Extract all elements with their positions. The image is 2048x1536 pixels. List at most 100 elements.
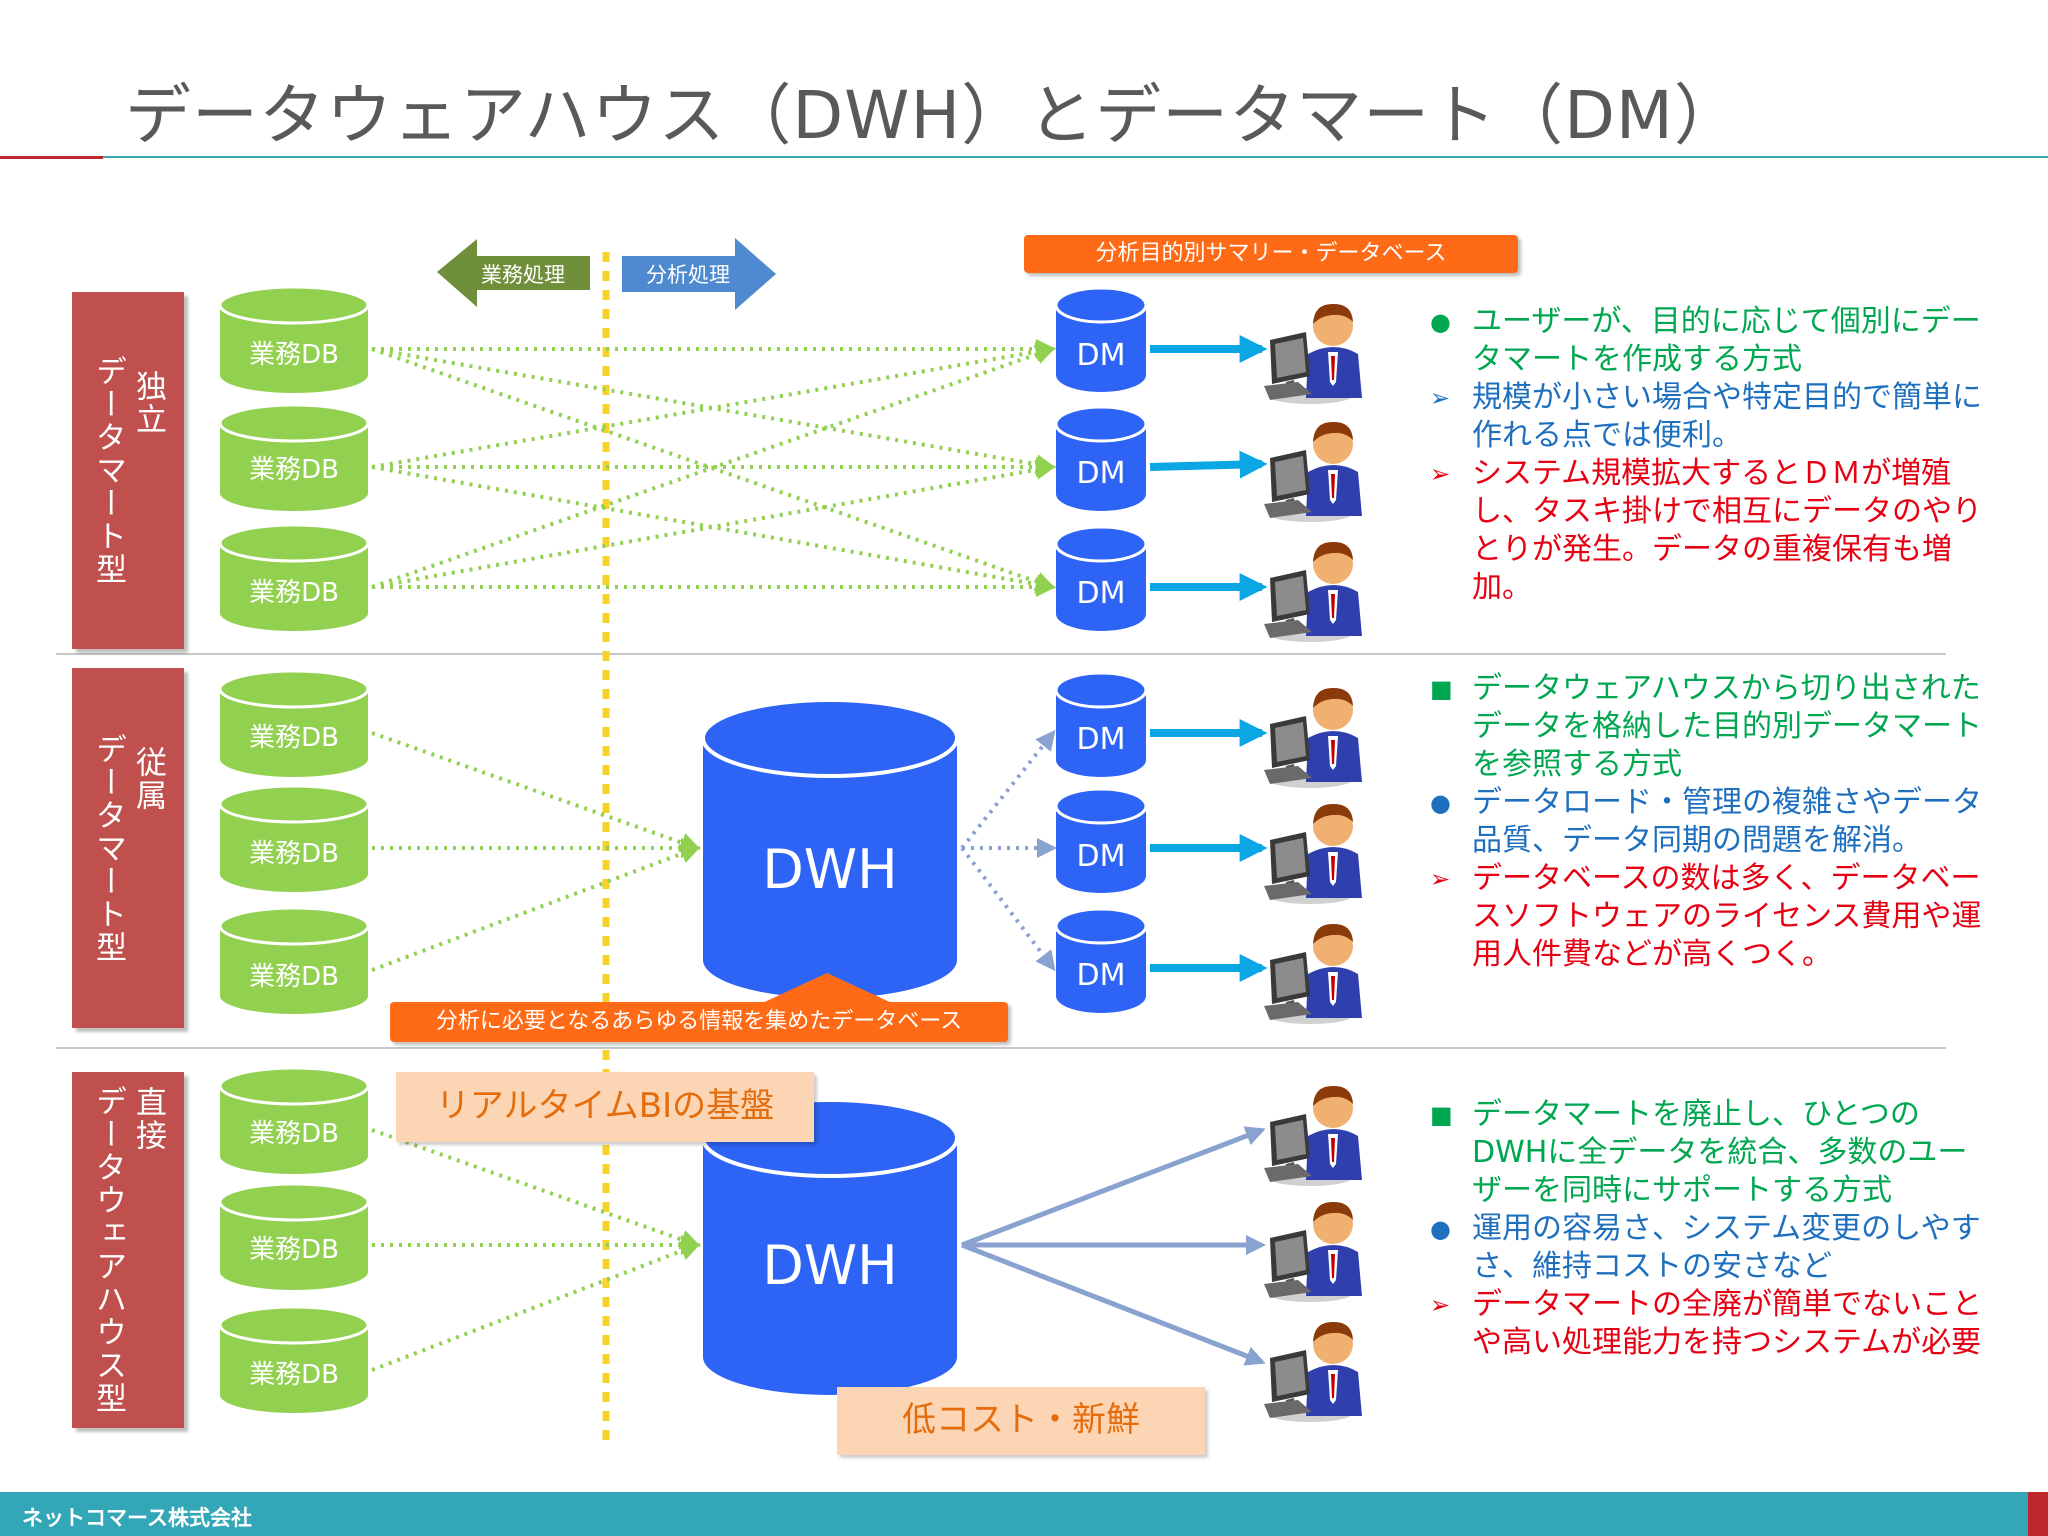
bullet-text: 規模が小さい場合や特定目的で簡単に作れる点では便利。 bbox=[1472, 380, 1982, 453]
row1-connectors bbox=[371, 339, 1056, 597]
dwh-to-user-connectors bbox=[961, 1126, 1266, 1366]
business-db-cylinder: 業務DB bbox=[218, 1305, 370, 1413]
bullet-item: ➢ 規模が小さい場合や特定目的で簡単に作れる点では便利。 bbox=[1430, 379, 1990, 455]
row1-description: ● ユーザーが、目的に応じて個別にデータマートを作成する方式 ➢ 規模が小さい場… bbox=[1430, 303, 1990, 607]
business-db-cylinder: 業務DB bbox=[218, 1066, 370, 1174]
bullet-marker: ■ bbox=[1430, 675, 1453, 703]
db-label: 業務DB bbox=[249, 1119, 339, 1149]
business-db-cylinder: 業務DB bbox=[218, 669, 370, 777]
dm-label: DM bbox=[1077, 456, 1126, 491]
user-at-terminal-icon bbox=[1264, 1321, 1362, 1422]
arrow-label-analysis: 分析処理 bbox=[646, 263, 730, 287]
bullet-marker: ● bbox=[1430, 1215, 1451, 1243]
row-label-line: データマート型 bbox=[90, 732, 126, 964]
bullet-text: データウェアハウスから切り出されたデータを格納した目的別データマートを参照する方… bbox=[1472, 671, 1982, 782]
db-label: 業務DB bbox=[249, 839, 339, 869]
user-at-terminal-icon bbox=[1264, 1085, 1362, 1186]
footer-bar bbox=[0, 1492, 2048, 1536]
arrow-label-business: 業務処理 bbox=[481, 263, 565, 287]
title-rule-teal bbox=[103, 156, 2048, 158]
row-label-line: 従属 bbox=[130, 746, 166, 812]
bullet-item: ■ データウェアハウスから切り出されたデータを格納した目的別データマートを参照す… bbox=[1430, 670, 1990, 784]
row3-description: ■ データマートを廃止し、ひとつのDWHに全データを統合、多数のユーザーを同時に… bbox=[1430, 1096, 1990, 1362]
db-label: 業務DB bbox=[249, 340, 339, 370]
business-db-cylinder: 業務DB bbox=[218, 285, 370, 393]
bullet-text: データロード・管理の複雑さやデータ品質、データ同期の問題を解消。 bbox=[1472, 785, 1982, 858]
row-label-line: 独立 bbox=[130, 370, 166, 436]
user-at-terminal-icon bbox=[1264, 803, 1362, 904]
dm-cylinder: DM bbox=[1054, 671, 1148, 777]
bullet-item: ■ データマートを廃止し、ひとつのDWHに全データを統合、多数のユーザーを同時に… bbox=[1430, 1096, 1990, 1210]
row2-connectors bbox=[371, 731, 701, 972]
row-label-line: データウェアハウス型 bbox=[90, 1085, 126, 1415]
dm-label: DM bbox=[1077, 958, 1126, 993]
arrow-business-processing bbox=[437, 239, 590, 307]
dm-cylinder: DM bbox=[1054, 787, 1148, 893]
business-db-cylinder: 業務DB bbox=[218, 523, 370, 631]
user-at-terminal-icon bbox=[1264, 541, 1362, 642]
arrow-analysis-processing bbox=[622, 238, 776, 310]
db-label: 業務DB bbox=[249, 723, 339, 753]
business-db-group: 業務DB 業務DB 業務DB 業務DB 業務DB bbox=[218, 285, 370, 1413]
business-db-cylinder: 業務DB bbox=[218, 1182, 370, 1290]
dm-cylinder: DM bbox=[1054, 907, 1148, 1013]
user-at-terminal-icon bbox=[1264, 1201, 1362, 1302]
bullet-item: ● データロード・管理の複雑さやデータ品質、データ同期の問題を解消。 bbox=[1430, 784, 1990, 860]
row-label-line: 直接 bbox=[130, 1086, 166, 1152]
row-separator-1 bbox=[56, 653, 1946, 655]
summary-db-label: 分析目的別サマリー・データベース bbox=[1024, 235, 1518, 273]
bullet-text: ユーザーが、目的に応じて個別にデータマートを作成する方式 bbox=[1472, 304, 1981, 377]
dm-group: DM DM DM DM DM bbox=[1054, 286, 1148, 1013]
user-at-terminal-icon bbox=[1264, 421, 1362, 522]
db-label: 業務DB bbox=[249, 455, 339, 485]
dm-label: DM bbox=[1077, 722, 1126, 757]
bullet-item: ➢ データベースの数は多く、データベースソフトウェアのライセンス費用や運用人件費… bbox=[1430, 860, 1990, 974]
row-separator-2 bbox=[56, 1047, 1946, 1049]
db-label: 業務DB bbox=[249, 962, 339, 992]
db-label: 業務DB bbox=[249, 1235, 339, 1265]
business-db-cylinder: 業務DB bbox=[218, 906, 370, 1014]
bullet-item: ● 運用の容易さ、システム変更のしやすさ、維持コストの安さなど bbox=[1430, 1210, 1990, 1286]
bullet-text: データマートの全廃が簡単でないことや高い処理能力を持つシステムが必要 bbox=[1472, 1287, 1982, 1360]
user-group bbox=[1264, 303, 1362, 1422]
user-at-terminal-icon bbox=[1264, 923, 1362, 1024]
db-label: 業務DB bbox=[249, 578, 339, 608]
bullet-marker: ➢ bbox=[1430, 384, 1451, 412]
bullet-text: 運用の容易さ、システム変更のしやすさ、維持コストの安さなど bbox=[1472, 1211, 1981, 1284]
db-label: 業務DB bbox=[249, 1360, 339, 1390]
bullet-text: データマートを廃止し、ひとつのDWHに全データを統合、多数のユーザーを同時にサポ… bbox=[1472, 1097, 1968, 1208]
bullet-item: ➢ データマートの全廃が簡単でないことや高い処理能力を持つシステムが必要 bbox=[1430, 1286, 1990, 1362]
dwh-cylinder-dependent: DWH bbox=[701, 698, 959, 998]
realtime-bi-note: リアルタイムBIの基盤 bbox=[396, 1072, 814, 1142]
user-at-terminal-icon bbox=[1264, 303, 1362, 404]
bullet-item: ● ユーザーが、目的に応じて個別にデータマートを作成する方式 bbox=[1430, 303, 1990, 379]
bullet-marker: ■ bbox=[1430, 1101, 1453, 1129]
dwh-label: DWH bbox=[762, 838, 898, 901]
bullet-text: システム規模拡大するとＤＭが増殖し、タスキ掛けで相互にデータのやりとりが発生。デ… bbox=[1472, 456, 1982, 605]
row-label-line: データマート型 bbox=[90, 355, 126, 586]
dwh-callout-pointer bbox=[760, 973, 894, 1004]
bullet-marker: ● bbox=[1430, 789, 1451, 817]
dm-cylinder: DM bbox=[1054, 405, 1148, 511]
bullet-text: データベースの数は多く、データベースソフトウェアのライセンス費用や運用人件費など… bbox=[1472, 861, 1982, 972]
bullet-item: ➢ システム規模拡大するとＤＭが増殖し、タスキ掛けで相互にデータのやりとりが発生… bbox=[1430, 455, 1990, 607]
row-label-dependent: 従属 データマート型 bbox=[72, 668, 184, 1028]
dm-cylinder: DM bbox=[1054, 525, 1148, 631]
user-at-terminal-icon bbox=[1264, 687, 1362, 788]
dm-label: DM bbox=[1077, 338, 1126, 373]
row-label-independent: 独立 データマート型 bbox=[72, 292, 184, 649]
business-db-cylinder: 業務DB bbox=[218, 403, 370, 511]
low-cost-note: 低コスト・新鮮 bbox=[837, 1387, 1205, 1455]
row-label-direct: 直接 データウェアハウス型 bbox=[72, 1072, 184, 1428]
dm-cylinder: DM bbox=[1054, 286, 1148, 392]
dwh-to-dm-connectors bbox=[960, 729, 1057, 972]
footer-company: ネットコマース株式会社 bbox=[22, 1506, 252, 1530]
dwh-label: DWH bbox=[762, 1234, 898, 1297]
dm-label: DM bbox=[1077, 839, 1126, 874]
bullet-marker: ➢ bbox=[1430, 1291, 1451, 1319]
bullet-marker: ➢ bbox=[1430, 865, 1451, 893]
title-rule-red bbox=[0, 156, 103, 159]
page-title: データウェアハウス（DWH）とデータマート（DM） bbox=[125, 77, 1741, 154]
row3-connectors bbox=[371, 1128, 701, 1372]
